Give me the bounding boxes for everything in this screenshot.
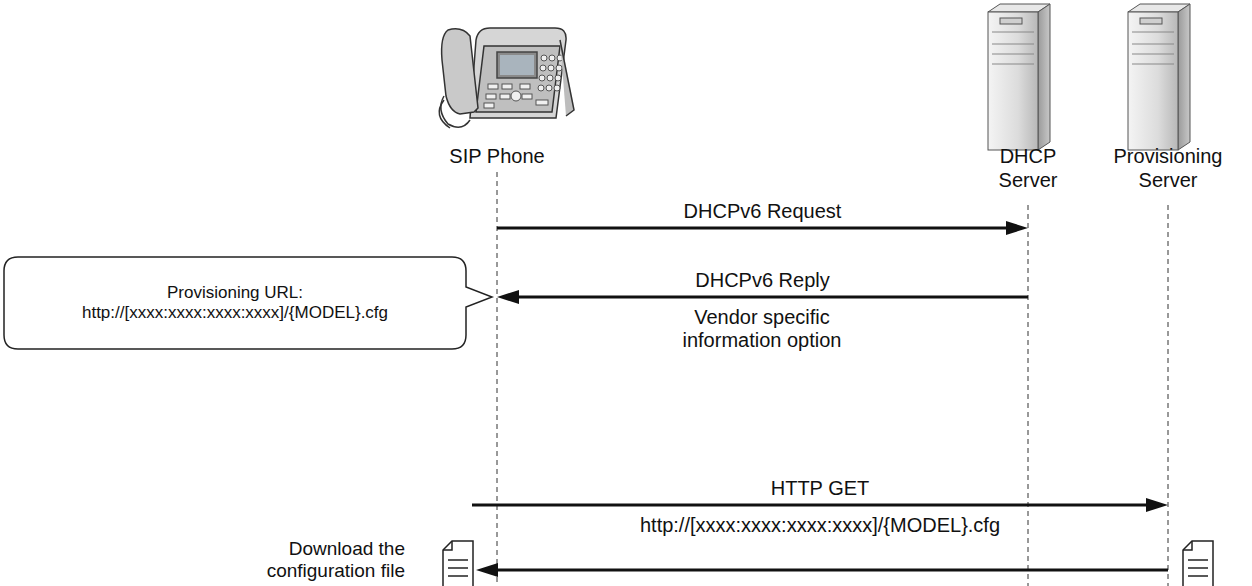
document-icon [1183,541,1213,586]
node-title: Provisioning URL: [13,283,457,303]
node-text: http://[xxxx:xxxx:xxxx:xxxx]/{MODEL}.cfg [13,303,457,323]
message-arrow [472,498,1168,512]
participant-label: SIP Phone [427,144,567,168]
server-icon [988,4,1050,150]
participant-label: Provisioning Server [1093,144,1243,192]
message-arrow [497,290,1028,304]
node-title: DHCP Server [983,144,1073,192]
message-arrow [497,221,1028,235]
lifelines [497,172,1168,586]
message-label: DHCPv6 Request [684,199,842,223]
participant-label: DHCP Server [983,144,1073,192]
callout-bubble: Provisioning URL:http://[xxxx:xxxx:xxxx:… [3,256,467,350]
note-text: Download the configuration file [215,538,405,582]
node-title: Provisioning Server [1093,144,1243,192]
document-icon [443,541,473,586]
note-text: Vendor specific information option [647,306,877,352]
node-title: SIP Phone [427,144,567,168]
message-arrow [476,563,1168,577]
server-icon [1128,4,1190,150]
phone-icon [439,28,574,128]
message-label: HTTP GET [771,476,870,500]
note-text: http://[xxxx:xxxx:xxxx:xxxx]/{MODEL}.cfg [590,514,1050,537]
message-label: DHCPv6 Reply [695,268,829,292]
